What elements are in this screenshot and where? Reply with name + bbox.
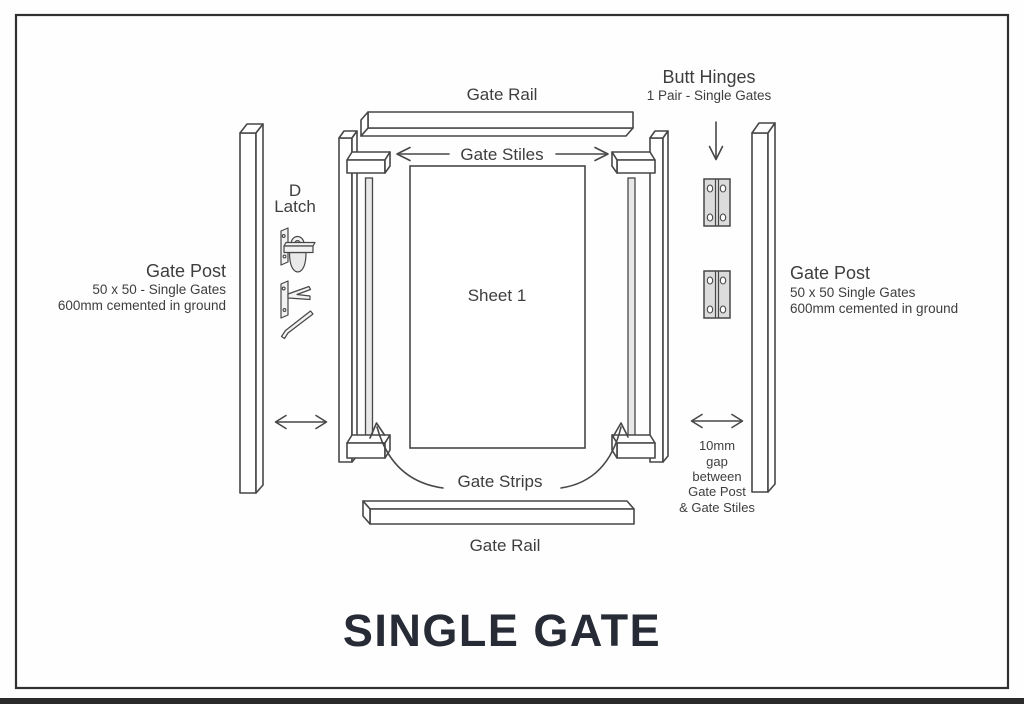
latch-rod (280, 310, 314, 340)
sheet-label: Sheet 1 (468, 286, 527, 305)
d-latch-catch (280, 227, 316, 273)
side-face (384, 151, 391, 174)
right-post-title: Gate Post (790, 263, 870, 283)
butt-hinges-title: Butt Hinges (662, 67, 755, 87)
screw-hole (719, 213, 727, 222)
bottom-gate-rail (362, 500, 635, 525)
front-face (346, 442, 386, 459)
left-gate-post (239, 123, 264, 494)
front-face (239, 132, 257, 494)
screw-hole (281, 234, 286, 238)
d-latch-label-line2: Latch (274, 197, 316, 216)
right-gate-stile (649, 130, 669, 463)
screw-hole (706, 184, 714, 193)
screw-hole (719, 305, 727, 314)
bar-front (283, 245, 314, 254)
left-gate-strip (364, 177, 374, 437)
screw-hole (719, 184, 727, 193)
screw-hole (282, 308, 287, 312)
gap-note-line2: gap (706, 454, 728, 469)
screw-hole (706, 305, 714, 314)
gate-sheet-panel (409, 165, 586, 449)
top-rail-label: Gate Rail (467, 85, 538, 104)
right-post-spec: 50 x 50 Single Gates (790, 285, 916, 300)
left-post-title: Gate Post (146, 261, 226, 281)
front-face (346, 159, 386, 174)
gap-note-line3: between (692, 469, 741, 484)
butt-hinge-top (703, 178, 731, 227)
right-strip-bracket-bottom (611, 434, 656, 459)
d-latch-bar (280, 310, 314, 340)
page-title: SINGLE GATE (343, 605, 661, 656)
top-face (346, 434, 391, 444)
right-gate-strip (627, 177, 636, 437)
keeper-fork (287, 285, 312, 301)
gap-note-line5: & Gate Stiles (679, 500, 755, 515)
d-latch-keeper (280, 280, 312, 319)
gap-arrow-right-head-a (690, 413, 703, 429)
screw-hole (706, 213, 714, 222)
strips-arrow-left-head (369, 422, 386, 439)
right-strip-bracket-top (611, 151, 656, 174)
end-cap (362, 500, 371, 525)
front-face (751, 132, 769, 493)
front-face (369, 508, 635, 525)
d-latch-label-line1: D (289, 181, 301, 200)
strips-arrow-right-head (612, 422, 629, 438)
left-post-install: 600mm cemented in ground (58, 298, 226, 313)
top-face (346, 151, 391, 161)
front-face (616, 442, 656, 459)
screw-hole (719, 276, 727, 285)
hinge-arrow-head (708, 145, 724, 161)
right-gate-post (751, 122, 776, 493)
stiles-label: Gate Stiles (460, 145, 543, 164)
gap-note-line1: 10mm (699, 438, 735, 453)
stiles-arrow-right-head (594, 146, 609, 162)
end-cap (360, 111, 369, 137)
front-face (616, 159, 656, 174)
gap-arrow-right-head-b (731, 413, 744, 429)
gap-arrow-left-head-b (315, 414, 328, 430)
mount-plate (280, 280, 289, 319)
front-face (649, 137, 664, 463)
scan-edge-artifact (0, 698, 1024, 704)
gap-note-line4: Gate Post (688, 484, 746, 499)
strips-label: Gate Strips (457, 472, 542, 491)
gap-arrow-left-head-a (274, 414, 287, 430)
strips-arrow-left-shaft (376, 426, 444, 489)
side-face (611, 151, 618, 174)
stiles-arrow-left-head (396, 146, 411, 162)
screw-hole (282, 254, 287, 259)
front-face (338, 137, 353, 463)
side-face (662, 130, 669, 463)
latch-bulb (288, 251, 307, 273)
left-strip-bracket-top (346, 151, 391, 174)
side-face (255, 123, 264, 494)
right-post-install: 600mm cemented in ground (790, 301, 958, 316)
top-gate-rail (360, 111, 634, 137)
bottom-rail-label: Gate Rail (470, 536, 541, 555)
front-face (367, 111, 634, 129)
screw-hole (706, 276, 714, 285)
top-face (362, 500, 635, 510)
strips-arrow-right-shaft (560, 426, 622, 489)
side-face (384, 434, 391, 459)
annotation-arrows (274, 121, 744, 489)
side-face (351, 130, 358, 463)
butt-hinge-bottom (703, 270, 731, 319)
left-gate-stile (338, 130, 358, 463)
top-face (611, 151, 656, 161)
screw-hole (281, 286, 286, 291)
side-face (767, 122, 776, 493)
left-strip-bracket-bottom (346, 434, 391, 459)
diagram-border (14, 13, 1010, 690)
bottom-face (360, 127, 634, 137)
butt-hinges-subtitle: 1 Pair - Single Gates (647, 88, 772, 103)
left-post-spec: 50 x 50 - Single Gates (92, 282, 226, 297)
